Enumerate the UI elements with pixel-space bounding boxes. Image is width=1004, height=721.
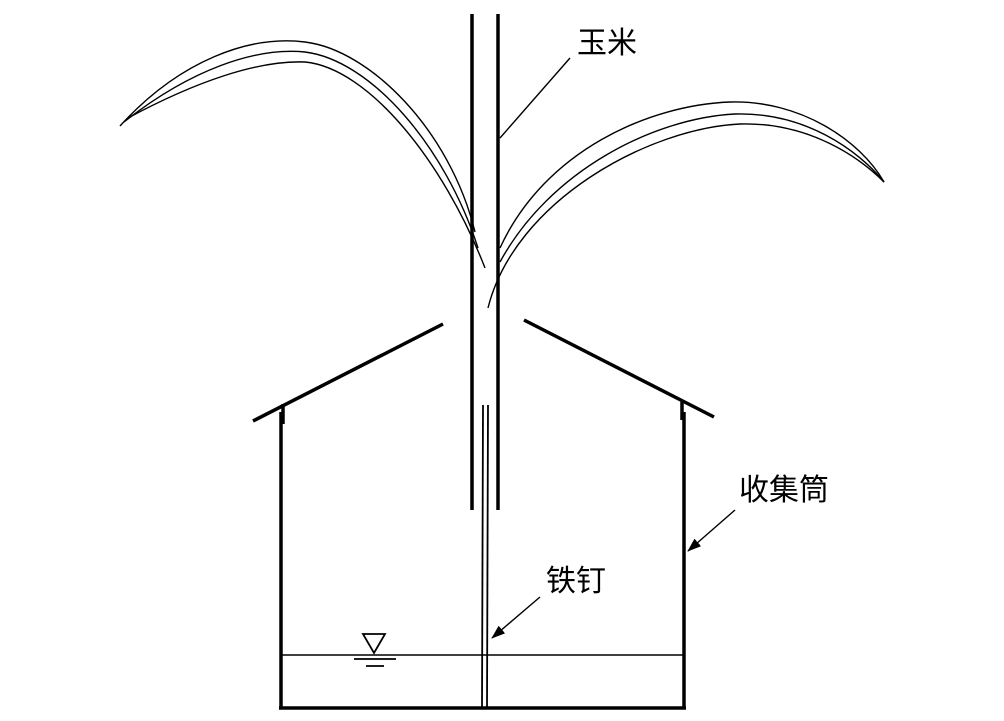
- nail-arrow: [491, 596, 541, 639]
- corn-label: 玉米: [577, 26, 637, 61]
- corn-leaf-left: [119, 40, 486, 269]
- iron-nail: [481, 404, 489, 709]
- nail-label: 铁钉: [546, 564, 606, 599]
- collector-arrow: [687, 509, 736, 552]
- collector-roof: [252, 318, 715, 424]
- collector-label: 收集筒: [739, 473, 829, 508]
- water-level-symbol-icon: [354, 633, 396, 667]
- corn-leader-line: [499, 57, 571, 139]
- corn-stalk: [470, 14, 500, 510]
- corn-leaf-right: [487, 101, 885, 309]
